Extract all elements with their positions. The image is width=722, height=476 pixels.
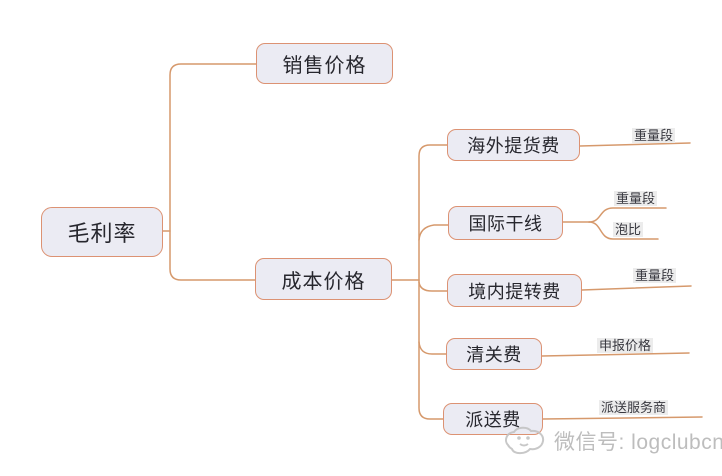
leaf-weight-tier-intl: 重量段: [614, 191, 658, 206]
leaf-weight-tier-overseas: 重量段: [632, 128, 676, 143]
logclub-mascot-icon: [505, 426, 545, 455]
node-domestic-transfer-fee: 境内提转费: [447, 274, 582, 307]
node-cost-price: 成本价格: [255, 258, 392, 300]
leaf-weight-tier-domestic: 重量段: [633, 268, 677, 283]
leaf-delivery-provider: 派送服务商: [599, 400, 669, 415]
connector-root-bracket: [169, 63, 257, 281]
connector-overseas-to-weight-tier: [579, 142, 691, 147]
connector-cost-to-intl: [418, 224, 449, 241]
node-overseas-pickup-fee: 海外提货费: [447, 129, 580, 161]
node-gross-margin: 毛利率: [41, 207, 163, 257]
connector-cost-to-domestic: [418, 281, 448, 292]
connector-delivery-to-provider: [542, 416, 703, 420]
watermark: 微信号: logclubcn: [502, 425, 722, 457]
leaf-bubble-ratio: 泡比: [613, 222, 644, 237]
connector-cost-to-overseas: [418, 144, 448, 281]
connector-intl-to-bubble-ratio: [588, 221, 659, 240]
connector-cost-to-delivery: [418, 279, 444, 420]
node-international-trunk: 国际干线: [448, 206, 563, 240]
watermark-text: 微信号: logclubcn: [554, 431, 722, 454]
connector-customs-to-declared-price: [541, 352, 690, 357]
connector-cost-to-customs: [418, 341, 447, 355]
connector-domestic-to-weight-tier: [581, 285, 692, 291]
node-customs-clearance-fee: 清关费: [446, 338, 542, 370]
node-sales-price: 销售价格: [256, 43, 393, 84]
node-delivery-fee: 派送费: [443, 403, 543, 435]
leaf-declared-price: 申报价格: [597, 338, 654, 353]
connector-intl-to-weight-tier: [588, 207, 667, 223]
